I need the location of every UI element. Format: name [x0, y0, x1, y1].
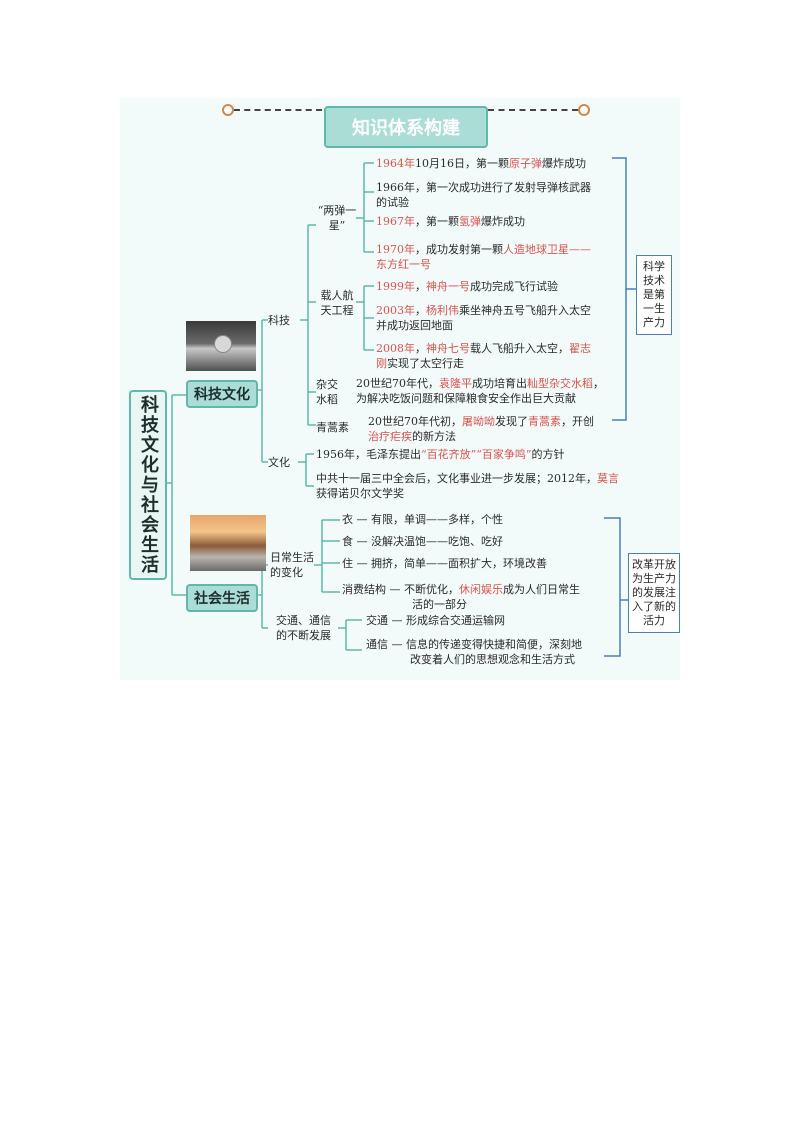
rice-text: 20世纪70年代，袁隆平成功培育出籼型杂交水稻，为解决吃饭问题和保障粮食安全作出… — [356, 377, 604, 405]
social-summary-box: 改革开放为生产力的发展注入了新的活力 — [628, 553, 680, 633]
node-culture: 文化 — [268, 456, 290, 469]
space-item-1: 1999年，神舟一号成功完成飞行试验 — [376, 280, 558, 293]
node-rice: 杂交水稻 — [316, 378, 338, 406]
title-right-dash — [488, 109, 578, 111]
node-transport-communication: 交通、通信的不断发展 — [276, 614, 331, 642]
liangdan-item-4: 1970年，成功发射第一颗人造地球卫星——东方红一号 — [376, 243, 591, 271]
space-item-3: 2008年，神舟七号载人飞船升入太空，翟志刚实现了太空行走 — [376, 342, 591, 370]
node-liangdan: “两弹一星” — [317, 204, 357, 232]
node-tech: 科技 — [268, 314, 290, 327]
daily-item-food: 食 — 没解决温饱——吃饱、吃好 — [342, 535, 503, 548]
daily-item-consumption: 消费结构 — 不断优化，休闲娱乐成为人们日常生活的一部分 — [342, 583, 580, 611]
title-left-dash — [234, 109, 322, 111]
page-title: 知识体系构建 — [324, 106, 488, 148]
branch-tech-culture: 科技文化 — [186, 380, 258, 408]
culture-item-2: 中共十一届三中全会后，文化事业进一步发展；2012年，莫言获得诺贝尔文学奖 — [316, 472, 619, 500]
liangdan-item-1: 1964年10月16日，第一颗原子弹爆炸成功 — [376, 157, 586, 170]
train-station-image — [190, 515, 266, 571]
daily-item-clothing: 衣 — 有限，单调——多样，个性 — [342, 513, 503, 526]
satellite-image — [186, 321, 256, 371]
culture-item-1: 1956年，毛泽东提出“百花齐放”“百家争鸣”的方针 — [316, 448, 565, 461]
title-right-dot — [578, 104, 590, 116]
title-left-dot — [222, 104, 234, 116]
root-node: 科技文化与社会生活 — [129, 390, 167, 580]
liangdan-item-3: 1967年，第一颗氢弹爆炸成功 — [376, 215, 525, 228]
communication-item: 通信 — 信息的传递变得快捷和简便，深刻地改变着人们的思想观念和生活方式 — [366, 638, 582, 666]
transport-item: 交通 — 形成综合交通运输网 — [366, 614, 505, 627]
liangdan-item-2: 1966年，第一次成功进行了发射导弹核武器的试验 — [376, 181, 591, 209]
node-artemisinin: 青蒿素 — [316, 421, 349, 434]
tech-summary-box: 科学技术是第一生产力 — [636, 255, 672, 335]
node-daily-life: 日常生活的变化 — [270, 551, 314, 579]
artemisinin-text: 20世纪70年代初，屠呦呦发现了青蒿素，开创治疗疟疾的新方法 — [368, 415, 594, 443]
node-space: 载人航天工程 — [320, 289, 354, 317]
branch-social-life: 社会生活 — [186, 584, 258, 612]
space-item-2: 2003年，杨利伟乘坐神舟五号飞船升入太空并成功返回地面 — [376, 304, 591, 332]
daily-item-housing: 住 — 拥挤，简单——面积扩大，环境改善 — [342, 557, 547, 570]
